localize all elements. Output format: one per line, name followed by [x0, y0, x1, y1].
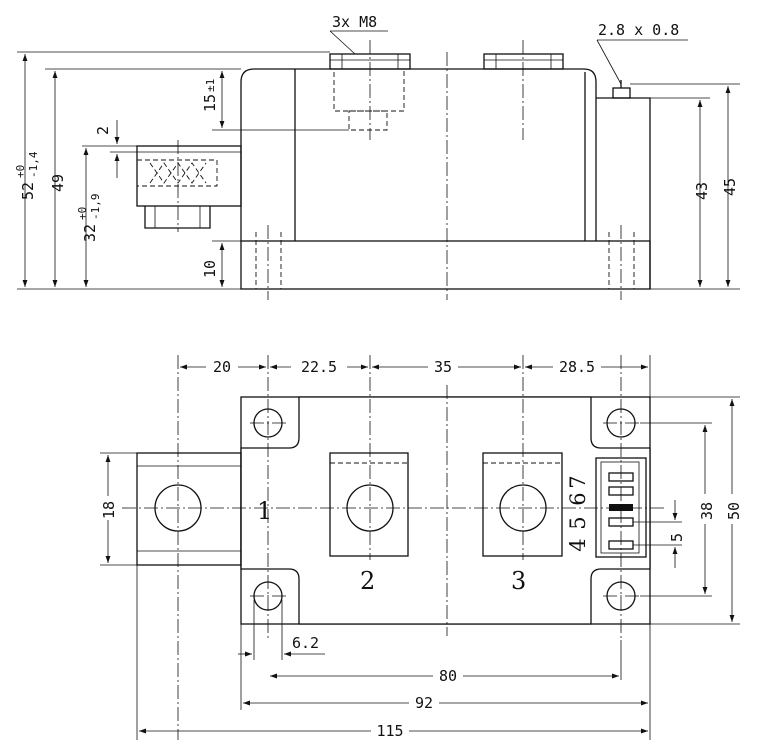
dim-tab-width: 18 [100, 501, 118, 519]
terminal-2-label: 2 [360, 567, 375, 595]
dim-overall-height-lower: -1,4 [27, 151, 40, 178]
dim-base-length: 92 [415, 694, 433, 712]
side-base-plate [240, 240, 651, 290]
pin-label-4: 4 [566, 538, 590, 551]
side-right-shoulder [596, 97, 651, 289]
dim-tab-height-lower: -1,9 [89, 194, 102, 221]
side-view: 3x M8 2.8 x 0.8 52 +0 -1,4 49 32 +0 -1, [14, 13, 740, 300]
callout-bolts: 3x M8 [332, 13, 377, 31]
dim-tab-height: 32 [81, 224, 99, 242]
dim-hole-spacing: 38 [698, 502, 716, 520]
dim-body-width: 50 [725, 502, 743, 520]
dim-pitch-3: 35 [434, 358, 452, 376]
dim-hole-offset: 6.2 [292, 634, 319, 652]
side-aux-tab [612, 87, 631, 99]
pin-label-7: 7 [566, 475, 590, 488]
side-nut-1 [333, 68, 405, 112]
dim-pitch-4: 28.5 [559, 358, 595, 376]
dim-nut-depth: 15 [201, 94, 219, 112]
dim-overall-height-upper: +0 [14, 165, 27, 178]
dim-overall-length: 115 [376, 722, 403, 740]
dim-tab-thickness: 2 [94, 126, 112, 135]
terminal-2-pad [329, 452, 409, 557]
top-housing [240, 396, 651, 625]
dim-overall-height: 52 [19, 182, 37, 200]
dim-tab-height-upper: +0 [76, 207, 89, 220]
callout-tab: 2.8 x 0.8 [598, 21, 679, 39]
pin-label-5: 5 [566, 516, 590, 529]
top-left-tab [136, 452, 242, 566]
terminal-3-pad [482, 452, 563, 557]
dim-nut-depth-tol: ±1 [204, 79, 217, 92]
dim-pitch-1: 20 [213, 358, 231, 376]
dim-base-height: 10 [201, 260, 219, 278]
dim-pin-spacing: 5 [668, 533, 686, 542]
side-left-terminal [136, 145, 242, 207]
terminal-1-label: 1 [257, 497, 272, 525]
dim-pitch-2: 22.5 [301, 358, 337, 376]
pin-label-6: 6 [566, 492, 590, 505]
dim-right-inner: 43 [693, 182, 711, 200]
dim-right-outer: 45 [721, 178, 739, 196]
aux-separator [609, 504, 633, 511]
side-bolt-head-2 [483, 53, 564, 70]
side-housing [240, 68, 597, 241]
terminal-3-label: 3 [511, 567, 526, 595]
dim-body-height: 49 [49, 174, 67, 192]
side-left-nut [144, 206, 211, 229]
dim-mount-pitch: 80 [439, 667, 457, 685]
top-view: 1 2 3 7 6 5 4 20 22.5 35 28.5 18 [99, 355, 743, 740]
